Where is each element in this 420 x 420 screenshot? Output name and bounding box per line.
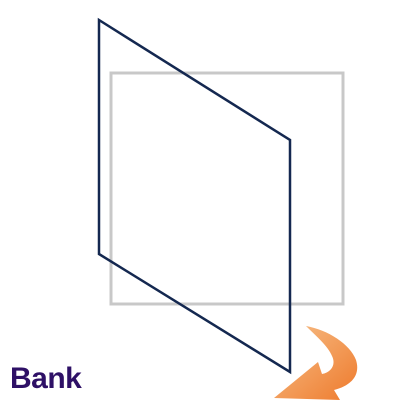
banked-parallelogram: [97, 17, 292, 375]
curved-arrow-icon: [274, 326, 358, 400]
bank-caption: Bank: [10, 362, 82, 395]
reference-square: [109, 71, 345, 306]
